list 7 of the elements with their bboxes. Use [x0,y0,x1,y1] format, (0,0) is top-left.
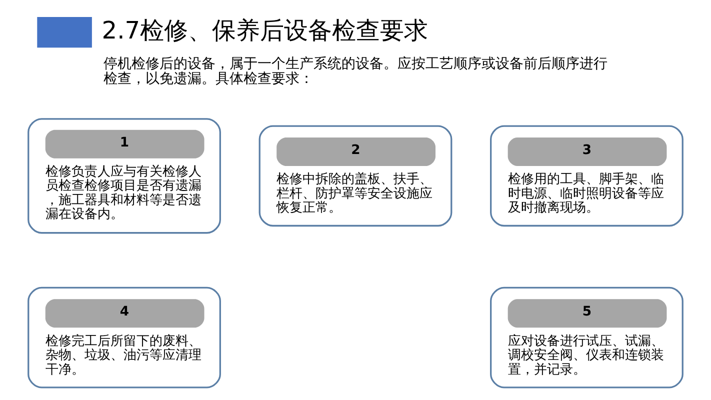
diagram-title: 2.7检修、保养后设备检查要求 [102,16,428,44]
node-box: 5 应对设备进行试压、试漏、调校安全阀、仪表和连锁装置，并记录。 [490,286,684,388]
label: 停机检修后的设备，属于一个生产系统的设备。应按工艺顺序或设备前后顺序进行检查，以免遗漏。具体检查要求： [103,56,608,88]
node-box: 4 检修完工后所留下的废料、杂物、垃圾、油污等应清理干净。 [28,286,221,388]
node-box: 2 检修中拆除的盖板、扶手、栏杆、防护罩等安全设施应恢复正常。 [258,125,452,227]
node-box: 1 检修负责人应与有关检修人员检查检修项目是否有遗漏，施工器具和材料等是否遗漏在设备内。 [28,118,221,234]
node-box: 3 检修用的工具、脚手架、临时电源、临时照明设备等应及时撤离现场。 [490,125,684,227]
